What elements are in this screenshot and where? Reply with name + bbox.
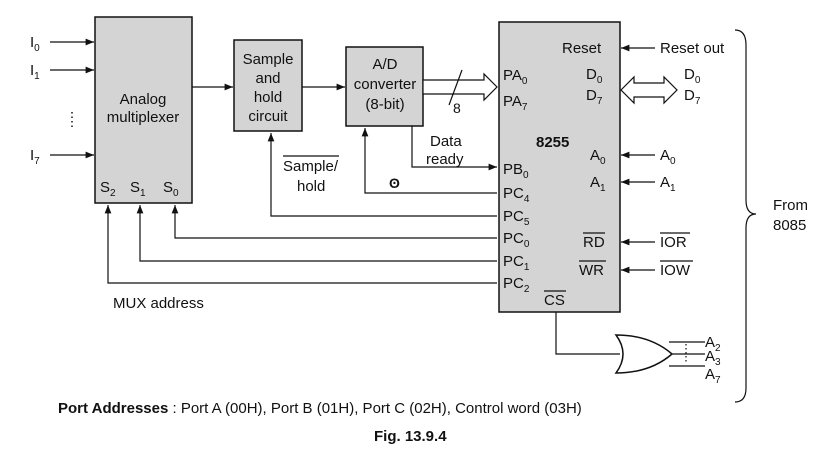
svg-text:converter: converter <box>354 76 417 93</box>
svg-text:I1: I1 <box>30 62 40 82</box>
data-ready-line: Data ready <box>411 126 497 171</box>
ior-line: IOR <box>621 232 690 251</box>
svg-text:From: From <box>773 197 808 214</box>
input-i0: I0 <box>30 34 94 54</box>
port-addresses-text: Port Addresses : Port A (00H), Port B (0… <box>58 400 582 417</box>
adc-to-pa-bus: 8 <box>422 69 498 116</box>
adc-block: A/D converter (8-bit) <box>345 46 424 127</box>
svg-text:A1: A1 <box>660 174 676 194</box>
mux-label-1: Analog <box>120 91 167 108</box>
svg-text:I7: I7 <box>30 147 40 167</box>
reset-out-line: Reset out <box>621 40 725 57</box>
input-i1: I1 <box>30 62 94 82</box>
svg-text:PA7: PA7 <box>503 93 528 113</box>
mux-label-2: multiplexer <box>107 109 180 126</box>
mux-address-label: MUX address <box>113 295 204 312</box>
figure-caption: Fig. 13.9.4 <box>374 428 447 445</box>
svg-text:PC1: PC1 <box>503 253 530 273</box>
svg-text:D7: D7 <box>586 87 603 107</box>
svg-text:PA0: PA0 <box>503 67 528 87</box>
svg-text:PB0: PB0 <box>503 161 529 181</box>
from-8085-brace: From 8085 <box>734 29 808 403</box>
svg-text:D0: D0 <box>684 66 701 86</box>
mux-s2: S2 <box>100 179 116 199</box>
svg-text:CS: CS <box>544 292 565 309</box>
data-bus-arrow: D0 D7 <box>620 66 701 107</box>
svg-text:A0: A0 <box>590 147 606 167</box>
iow-line: IOW <box>621 260 693 279</box>
svg-text:A/D: A/D <box>372 56 397 73</box>
svg-text:PC4: PC4 <box>503 185 530 205</box>
svg-text:I0: I0 <box>30 34 40 54</box>
svg-text:D0: D0 <box>586 66 603 86</box>
sample-hold-control-line: Sample/ hold <box>267 133 497 217</box>
svg-text:hold: hold <box>297 178 325 195</box>
svg-text:IOW: IOW <box>660 262 691 279</box>
a0-line: A0 <box>621 147 676 167</box>
svg-text:Sample: Sample <box>243 51 294 68</box>
svg-text:D7: D7 <box>684 87 701 107</box>
svg-text:and: and <box>255 70 280 87</box>
svg-text:A7: A7 <box>705 366 721 386</box>
svg-text:Reset out: Reset out <box>660 40 725 57</box>
svg-text:ready: ready <box>426 151 464 168</box>
a1-line: A1 <box>621 174 676 194</box>
svg-text:Sample/: Sample/ <box>283 158 339 175</box>
analog-multiplexer-block: Analog multiplexer S2 S1 S0 <box>94 16 193 204</box>
mux-s0: S0 <box>163 179 179 199</box>
soc-symbol: ʘ <box>389 175 400 191</box>
input-i7: I7 <box>30 147 94 167</box>
svg-text:RD: RD <box>583 234 605 251</box>
svg-text:WR: WR <box>579 262 604 279</box>
svg-text:A1: A1 <box>590 174 606 194</box>
start-conversion-line: ʘ <box>361 128 497 194</box>
chip-select-or-gate: A2 A3 A7 <box>555 312 721 386</box>
svg-text:PC5: PC5 <box>503 208 530 228</box>
svg-text:hold: hold <box>254 89 282 106</box>
mux-address-lines: MUX address <box>104 205 497 312</box>
sample-hold-block: Sample and hold circuit <box>233 39 303 132</box>
svg-text:circuit: circuit <box>248 108 288 125</box>
svg-text:PC0: PC0 <box>503 230 530 250</box>
svg-text:A3: A3 <box>705 348 721 368</box>
ppi-name: 8255 <box>536 134 569 151</box>
svg-text:IOR: IOR <box>660 234 687 251</box>
mux-s1: S1 <box>130 179 146 199</box>
svg-text:A0: A0 <box>660 147 676 167</box>
svg-text:(8-bit): (8-bit) <box>365 96 404 113</box>
svg-text:A2: A2 <box>705 334 721 354</box>
ppi-8255-block: Reset 8255 D0 D7 A0 A1 RD WR CS PA0 PA7 … <box>498 21 621 313</box>
svg-text:Reset: Reset <box>562 40 602 57</box>
bus-width-label: 8 <box>453 100 461 116</box>
svg-text:Data: Data <box>430 133 462 150</box>
svg-text:8085: 8085 <box>773 217 806 234</box>
svg-text:PC2: PC2 <box>503 275 530 295</box>
